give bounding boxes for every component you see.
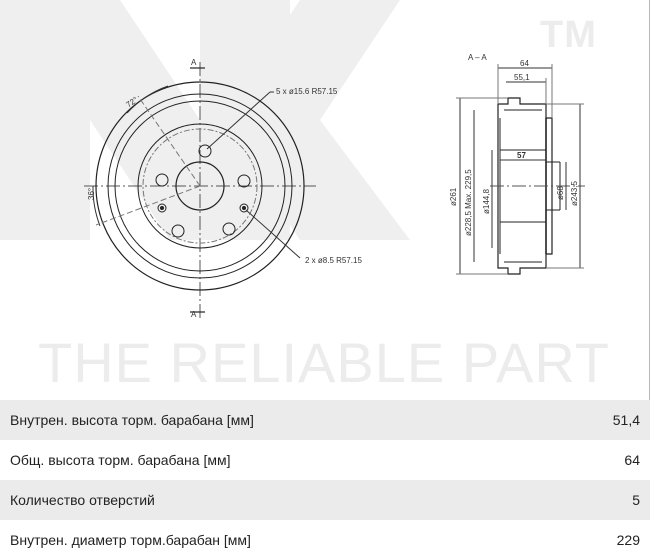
dim-d68-label: ø68	[556, 186, 565, 200]
drawing-svg: A A 72° 36° 5 x ø15.6 R57.15 2 x ø8.5 R5…	[84, 53, 585, 319]
small-hole-leader	[245, 209, 301, 259]
outer-rim-circle	[95, 81, 305, 291]
spec-label: Внутрен. высота торм. барабана [мм]	[10, 412, 254, 428]
spec-label: Общ. высота торм. барабана [мм]	[10, 452, 231, 468]
dim-d228-5-label: ø228,5 Max. 229,5	[464, 169, 473, 236]
dim-d261-label: ø261	[449, 187, 458, 206]
technical-drawing: TM THE RELIABLE PART	[0, 0, 650, 400]
spec-row: Внутрен. высота торм. барабана [мм] 51,4	[0, 400, 650, 440]
spec-table: Внутрен. высота торм. барабана [мм] 51,4…	[0, 400, 650, 560]
angle-72-label: 72°	[124, 95, 139, 109]
outer-groove-circle	[107, 93, 293, 279]
bolt-hole-1	[198, 144, 212, 158]
bolt-hole-2	[237, 174, 251, 188]
spec-label: Внутрен. диаметр торм.барабан [мм]	[10, 532, 251, 548]
spec-row: Количество отверстий 5	[0, 480, 650, 520]
drum-inner-circle	[114, 100, 286, 272]
spec-value: 229	[616, 532, 640, 548]
spec-row: Общ. высота торм. барабана [мм] 64	[0, 440, 650, 480]
hub-circle	[137, 123, 263, 249]
trademark-mark: TM	[540, 14, 597, 56]
small-holes-callout: 2 x ø8.5 R57.15	[305, 256, 362, 265]
center-bore	[175, 161, 225, 211]
small-hole-1	[157, 203, 167, 213]
section-label-bottom: A	[191, 310, 197, 319]
spec-value: 5	[632, 492, 640, 508]
angle-36-arc	[92, 185, 101, 227]
dim-64-label: 64	[520, 59, 529, 68]
angle-36-label: 36°	[87, 188, 96, 200]
spec-row: Внутрен. диаметр торм.барабан [мм] 229	[0, 520, 650, 560]
brand-logo-watermark	[0, 0, 410, 240]
spec-value: 51,4	[612, 412, 640, 428]
section-view	[456, 64, 585, 275]
slogan-watermark: THE RELIABLE PART	[38, 331, 610, 394]
dim-55-1-label: 55,1	[514, 73, 530, 82]
angle-72-arc	[126, 85, 169, 114]
section-label-top: A	[191, 58, 197, 67]
bolt-hole-leader	[206, 91, 271, 150]
bolt-hole-3	[222, 222, 236, 236]
spec-value: 64	[624, 452, 640, 468]
dim-d243-5-label: ø243,5	[570, 181, 579, 206]
bolt-holes-callout: 5 x ø15.6 R57.15	[276, 87, 338, 96]
bolt-hole-4	[171, 224, 185, 238]
dim-57-label: 57	[517, 151, 526, 160]
front-view	[84, 62, 316, 318]
spec-label: Количество отверстий	[10, 492, 155, 508]
dim-d144-8-label: ø144,8	[482, 189, 491, 214]
small-hole-2	[239, 203, 249, 213]
drum-section-outline	[497, 97, 553, 275]
bolt-circle	[142, 128, 258, 244]
bolt-hole-5	[155, 173, 169, 187]
section-title: A – A	[468, 53, 487, 62]
